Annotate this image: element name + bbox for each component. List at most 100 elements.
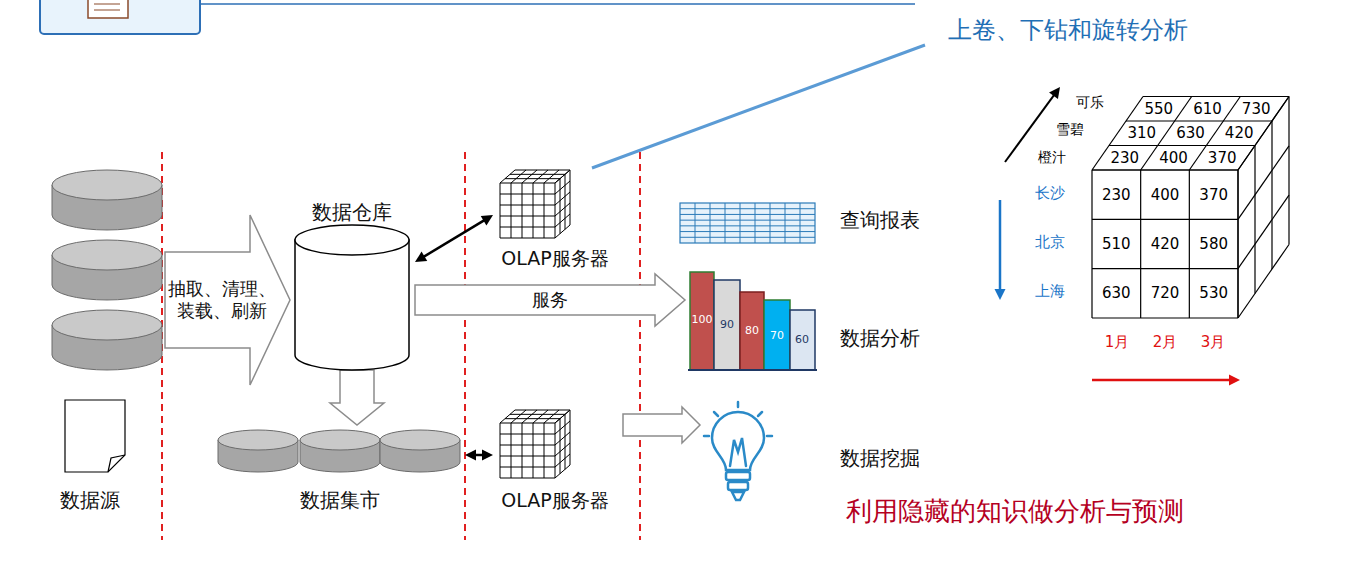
olap-grid (500, 423, 501, 478)
olap-grid (500, 238, 555, 239)
city-label: 长沙 (1035, 184, 1065, 202)
olap-grid (555, 423, 556, 478)
cube-grid-line (1092, 219, 1238, 220)
document-fold (108, 455, 125, 472)
cube-value: 580 (1199, 235, 1228, 253)
bar-value: 70 (770, 329, 784, 342)
block-arrow-shape (415, 274, 685, 326)
bulb-filament (730, 438, 746, 466)
olap-grid (560, 419, 561, 474)
cube-grid-line (1092, 169, 1238, 170)
data-mart-disk (380, 430, 460, 472)
olap-grid (555, 410, 570, 423)
cube-value: 370 (1208, 149, 1237, 167)
city-label: 上海 (1035, 282, 1065, 300)
cube-value: 420 (1225, 124, 1254, 142)
node-label: OLAP服务器 (501, 489, 608, 512)
olap-grid (500, 194, 555, 195)
bulb-base (726, 472, 750, 480)
chart-bar (740, 292, 764, 370)
olap-grid (570, 170, 571, 225)
table-grid (680, 220, 815, 221)
arrow-shaft (422, 219, 486, 258)
data-mart-disk (300, 430, 380, 472)
cube-value: 730 (1242, 100, 1271, 118)
cube-value: 310 (1128, 124, 1157, 142)
leader-line (592, 45, 925, 168)
cube-grid-line (1140, 170, 1141, 318)
olap-front (500, 183, 555, 238)
header-box (40, 0, 200, 34)
cube-grid-line (1238, 195, 1289, 268)
node-label: 数据仓库 (312, 200, 392, 224)
cube-value: 230 (1111, 149, 1140, 167)
arrow-shaft (1092, 379, 1232, 382)
cylinder-top (52, 240, 162, 270)
olap-server: OLAP服务器 (493, 165, 623, 270)
cube-grid-line (1237, 170, 1238, 318)
olap-grid (511, 423, 512, 478)
cylinder-top (380, 430, 460, 450)
tier-divider (639, 152, 641, 540)
arrow-head (465, 450, 476, 461)
data-warehouse: 数据仓库 (290, 195, 415, 370)
data-mart-group: 数据集市 (215, 425, 465, 515)
chart-bar (690, 272, 714, 370)
table-grid (680, 225, 815, 226)
bar-value: 90 (720, 318, 734, 331)
olap-grid (511, 183, 512, 238)
link-arrow (465, 450, 493, 461)
header-rule (200, 3, 915, 5)
bulb-ray (758, 412, 762, 416)
olap-side (555, 170, 570, 238)
bar-value: 100 (692, 313, 713, 326)
olap-grid (500, 216, 555, 217)
cube-grid-line (1238, 245, 1289, 319)
cube-value: 550 (1145, 100, 1174, 118)
olap-grid (555, 170, 570, 183)
olap-grid (555, 203, 570, 216)
olap-grid (565, 174, 566, 229)
table-grid (680, 231, 815, 232)
cube-grid-line (1092, 317, 1238, 318)
cube-value: 530 (1199, 284, 1228, 302)
product-label: 雪碧 (1056, 121, 1084, 138)
cube-grid-line (1143, 96, 1289, 97)
olap-grid (555, 214, 570, 227)
bulb-ray (767, 435, 772, 438)
olap-grid (555, 443, 570, 456)
link-arrow (415, 215, 493, 262)
city-axis-arrow (995, 200, 1006, 300)
edge-label: 服务 (530, 289, 570, 311)
cube-value: 630 (1102, 284, 1131, 302)
olap-grid (500, 227, 555, 228)
bar-value: 60 (795, 333, 809, 346)
olap-grid (544, 183, 545, 238)
cube-top-face (1092, 97, 1289, 171)
idea-bulb-icon (704, 402, 772, 500)
month-label: 1月 (1105, 333, 1130, 351)
cylinder-top (52, 310, 162, 340)
arrow-head (1049, 87, 1060, 99)
cube-grid-line (1271, 121, 1272, 269)
olap-server: OLAP服务器 (493, 405, 623, 510)
mining-note: 利用隐藏的知识做分析与预测 (846, 496, 1184, 527)
node-label: 查询报表 (840, 208, 920, 232)
callout-title: 上卷、下钻和旋转分析 (948, 16, 1188, 45)
chart-bar (790, 310, 815, 370)
cube-grid-line (1126, 120, 1272, 121)
olap-grid (515, 170, 570, 171)
olap-grid (555, 181, 570, 194)
olap-grid (522, 423, 523, 478)
olap-grid (500, 183, 501, 238)
table-frame (680, 203, 815, 243)
bulb-base (728, 482, 748, 490)
olap-side (555, 410, 570, 478)
chart-bar (764, 300, 790, 370)
bulb-tip (732, 492, 744, 500)
cylinder-top (218, 430, 298, 450)
olap-grid (505, 418, 560, 419)
flow-arrow (623, 407, 700, 443)
cylinder-top (300, 430, 380, 450)
